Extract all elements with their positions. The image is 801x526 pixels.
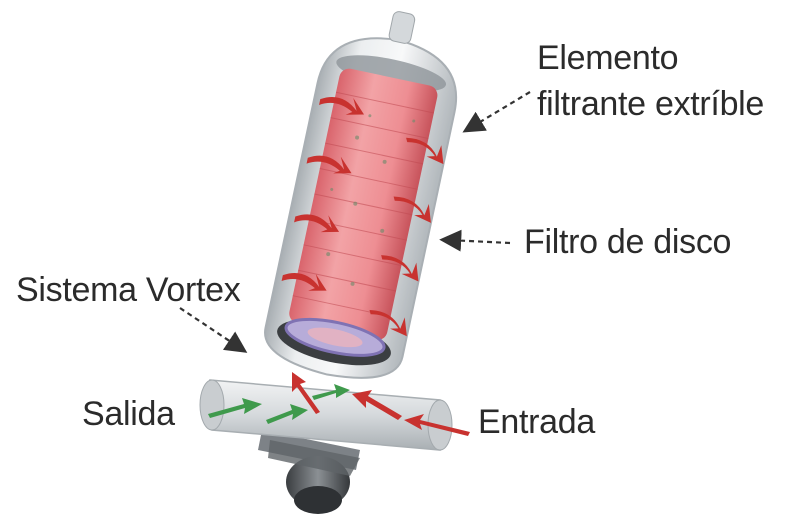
label-filtro-de-disco: Filtro de disco	[524, 222, 731, 262]
label-salida: Salida	[82, 394, 175, 434]
drain-valve	[258, 430, 360, 514]
arrow-filtro	[448, 240, 510, 243]
label-entrada: Entrada	[478, 402, 595, 442]
label-sistema-vortex: Sistema Vortex	[16, 270, 240, 310]
arrow-elemento	[470, 92, 530, 128]
arrow-vortex	[180, 308, 240, 348]
filter-housing	[259, 0, 473, 389]
label-elemento-line1: Elemento	[537, 38, 678, 78]
label-elemento-line2: filtrante extríble	[537, 84, 764, 124]
pipe-body	[200, 380, 452, 450]
